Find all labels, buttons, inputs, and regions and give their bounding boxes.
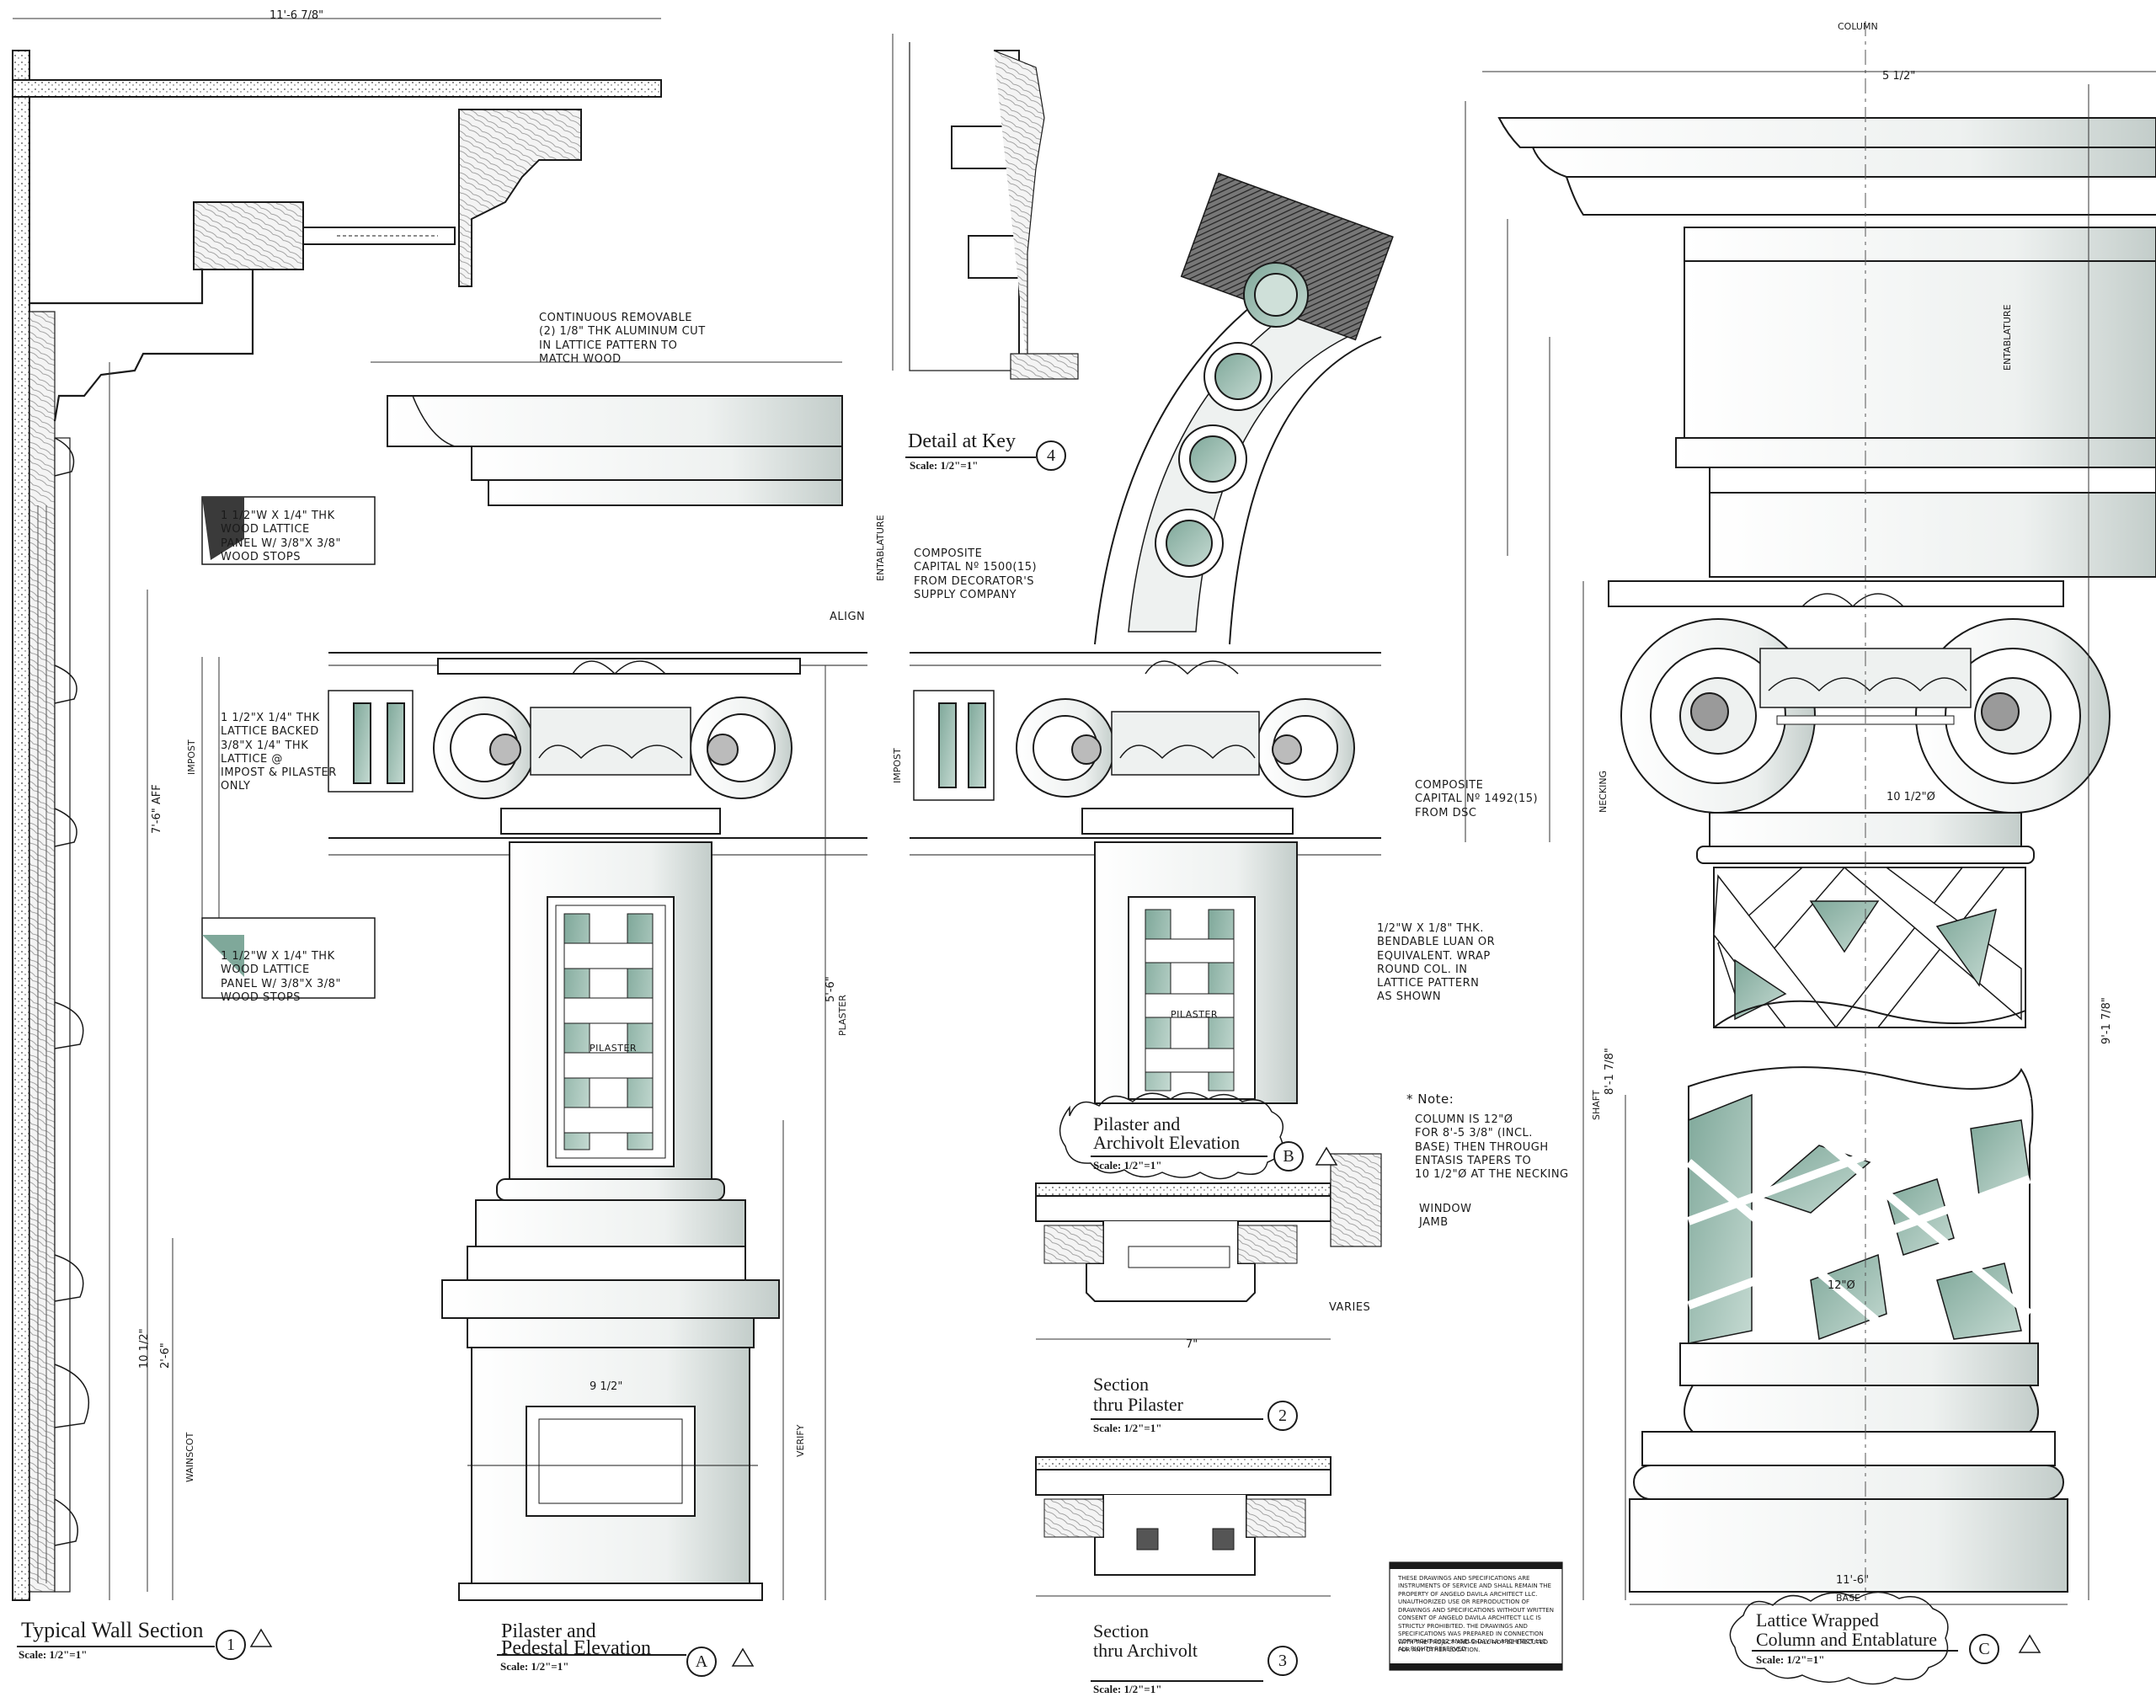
label-entablature-b: ENTABLATURE — [875, 515, 886, 581]
section-thru-pilaster — [1035, 1153, 1382, 1340]
label-shaft: SHAFT — [1591, 1090, 1602, 1120]
label-column: COLUMN — [1838, 21, 1878, 32]
drawing-number-b: B — [1273, 1141, 1304, 1172]
note-composite-1500: COMPOSITE CAPITAL Nº 1500(15) FROM DECOR… — [914, 547, 1038, 601]
revision-cloud-c — [1729, 1591, 1949, 1685]
label-base: BASE — [1836, 1593, 1861, 1604]
drawing-title-c-line2: Column and Entablature — [1756, 1629, 1938, 1650]
drawing-title-2-line2: thru Pilaster — [1093, 1394, 1183, 1415]
drawing-number-c: C — [1969, 1634, 1999, 1664]
drawing-title-1: Typical Wall Section — [21, 1618, 204, 1642]
dim-section-width: 7" — [1186, 1338, 1198, 1351]
drawing-number-1: 1 — [216, 1630, 246, 1660]
drawing-scale-4: Scale: 1/2"=1" — [910, 459, 979, 472]
note-pilaster-a: PILASTER — [590, 1043, 638, 1054]
drawing-scale-b: Scale: 1/2"=1" — [1093, 1159, 1162, 1172]
drawing-scale-a: Scale: 1/2"=1" — [500, 1660, 569, 1673]
note-lattice-low: 1 1/2"W X 1/4" THK WOOD LATTICE PANEL W/… — [221, 950, 341, 1004]
dim-column-height: 9'-1 7/8" — [2100, 997, 2113, 1044]
title-underlines — [17, 456, 1958, 1682]
note-pilaster-b: PILASTER — [1171, 1009, 1219, 1020]
note-lattice-mid: 1 1/2"X 1/4" THK LATTICE BACKED 3/8"X 1/… — [221, 712, 337, 793]
drawing-title-3-line1: Section — [1093, 1620, 1149, 1641]
label-plaster: PLASTER — [837, 995, 848, 1036]
dim-pilaster-width: 9 1/2" — [590, 1380, 623, 1393]
drawing-title-4: Detail at Key — [908, 430, 1016, 452]
note-window-jamb: WINDOW JAMB — [1419, 1203, 1472, 1230]
drawing-title-a-line1: Pilaster and — [501, 1620, 596, 1642]
dim-plaster-height: 5'-6" — [825, 976, 837, 1002]
label-impost-b: IMPOST — [892, 748, 903, 783]
label-wainscot: WAINSCOT — [184, 1432, 195, 1482]
revision-triangles — [249, 1146, 2041, 1667]
drawing-title-a-line2: Pedestal Elevation — [501, 1637, 651, 1659]
drawing-number-3: 3 — [1267, 1646, 1298, 1676]
note-bendable-luan: 1/2"W X 1/8" THK. BENDABLE LUAN OR EQUIV… — [1377, 922, 1496, 1004]
typical-wall-section — [12, 18, 662, 1601]
archivolt-elevation — [910, 173, 1394, 1104]
dim-column-top: 5 1/2" — [1882, 70, 1916, 83]
drawing-title-c-line1: Lattice Wrapped — [1756, 1609, 1879, 1631]
lattice-column — [1465, 21, 2156, 1605]
label-necking: NECKING — [1598, 770, 1609, 813]
drawing-number-2: 2 — [1267, 1401, 1298, 1431]
copyright-line: COPYRIGHT 2012 ANGELO DAVILA ARCHITECT L… — [1398, 1638, 1549, 1653]
label-impost-1: IMPOST — [186, 739, 197, 775]
dim-wainscot-height: 2'-6" — [159, 1342, 172, 1369]
drawing-title-b-line1: Pilaster and — [1093, 1113, 1181, 1134]
note-heading: * Note: — [1406, 1092, 1454, 1107]
note-continuous-removable: CONTINUOUS REMOVABLE (2) 1/8" THK ALUMIN… — [539, 312, 706, 366]
drawing-number-a: A — [686, 1647, 717, 1677]
drawing-scale-2: Scale: 1/2"=1" — [1093, 1422, 1162, 1434]
detail-at-key — [892, 34, 1079, 380]
section-thru-archivolt — [1035, 1456, 1331, 1597]
note-composite-1492: COMPOSITE CAPITAL Nº 1492(15) FROM DSC — [1415, 779, 1539, 819]
label-verify: VERIFY — [795, 1424, 806, 1457]
drawing-title-3-line2: thru Archivolt — [1093, 1640, 1198, 1661]
note-column-taper: COLUMN IS 12"Ø FOR 8'-5 3/8" (INCL. BASE… — [1415, 1113, 1569, 1181]
dim-shaft-dia: 12"Ø — [1828, 1279, 1855, 1292]
copyright-notice: THESE DRAWINGS AND SPECIFICATIONS ARE IN… — [1398, 1575, 1554, 1653]
note-align: ALIGN — [830, 611, 866, 623]
drawing-scale-3: Scale: 1/2"=1" — [1093, 1683, 1162, 1695]
dim-wainscot-total: 10 1/2" — [138, 1328, 151, 1369]
drawing-title-b-line2: Archivolt Elevation — [1093, 1132, 1241, 1153]
dim-overall-top: 11'-6 7/8" — [270, 9, 324, 22]
dim-shaft-height: 8'-1 7/8" — [1604, 1048, 1616, 1095]
drawing-scale-c: Scale: 1/2"=1" — [1756, 1653, 1825, 1666]
label-entablature-c: ENTABLATURE — [2002, 304, 2013, 371]
dim-base-width: 11'-6" — [1836, 1574, 1870, 1587]
pilaster-pedestal-elevation — [328, 361, 867, 1601]
drawing-title-2-line1: Section — [1093, 1374, 1149, 1395]
drawing-scale-1: Scale: 1/2"=1" — [19, 1648, 88, 1661]
note-varies: VARIES — [1329, 1301, 1371, 1314]
dim-impost-height: 7'-6" AFF — [151, 784, 163, 834]
note-lattice-top: 1 1/2"W X 1/4" THK WOOD LATTICE PANEL W/… — [221, 510, 341, 563]
drawing-number-4: 4 — [1036, 440, 1066, 471]
dim-necking-dia: 10 1/2"Ø — [1886, 791, 1935, 803]
